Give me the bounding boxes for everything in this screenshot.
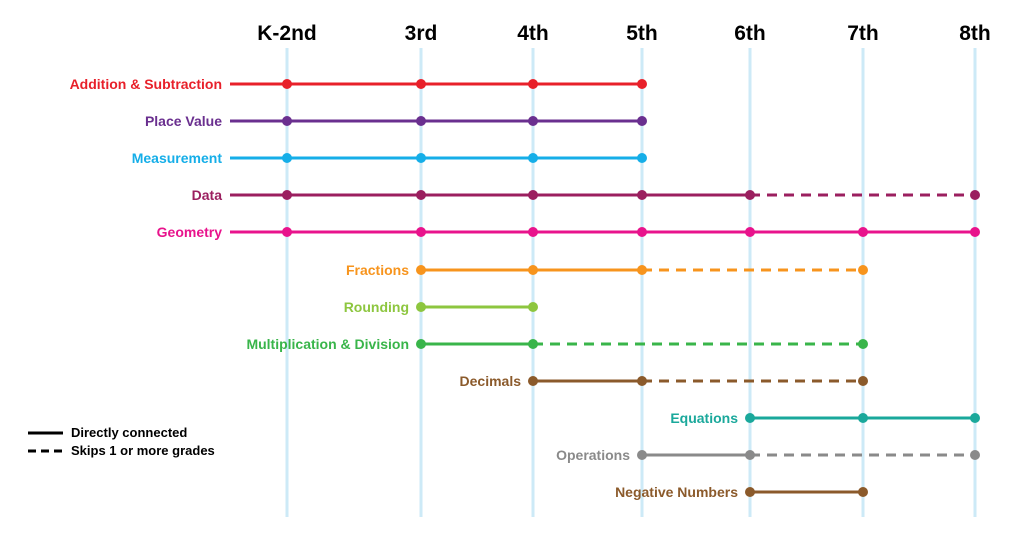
topic-point-4th [528,339,538,349]
topic-point-k-2nd [282,227,292,237]
topic-point-5th [637,79,647,89]
topic-point-8th [970,227,980,237]
topic-row-measurement: Measurement [132,150,647,166]
topic-point-7th [858,376,868,386]
topic-point-6th [745,413,755,423]
topic-row-equations: Equations [670,410,980,426]
grade-label-6th: 6th [734,22,766,45]
topic-point-5th [637,227,647,237]
topic-row-rounding: Rounding [344,299,538,315]
topic-point-3rd [416,302,426,312]
topic-point-5th [637,190,647,200]
grade-label-3rd: 3rd [405,22,438,45]
topic-point-3rd [416,190,426,200]
grade-label-5th: 5th [626,22,658,45]
topic-row-fractions: Fractions [346,262,868,278]
topic-point-4th [528,190,538,200]
topic-point-3rd [416,265,426,275]
topic-point-6th [745,450,755,460]
topic-row-operations: Operations [556,447,980,463]
topic-point-4th [528,153,538,163]
topic-point-5th [637,116,647,126]
topic-point-5th [637,376,647,386]
topic-point-7th [858,227,868,237]
topic-point-4th [528,227,538,237]
topic-point-7th [858,265,868,275]
topic-point-5th [637,450,647,460]
topic-point-4th [528,265,538,275]
topic-label: Multiplication & Division [246,336,409,352]
topic-point-4th [528,116,538,126]
topic-row-data: Data [192,187,980,203]
topic-point-3rd [416,79,426,89]
topic-point-5th [637,265,647,275]
topic-point-8th [970,413,980,423]
topic-point-6th [745,227,755,237]
topic-label: Equations [670,410,738,426]
topic-point-6th [745,487,755,497]
legend-dashed-label: Skips 1 or more grades [71,443,215,458]
topic-point-6th [745,190,755,200]
grade-label-7th: 7th [847,22,879,45]
grade-label-8th: 8th [959,22,991,45]
topic-point-k-2nd [282,190,292,200]
topic-label: Rounding [344,299,409,315]
legend: Directly connected Skips 1 or more grade… [28,425,215,458]
topic-point-7th [858,487,868,497]
topic-point-4th [528,79,538,89]
grade-gridlines [285,48,977,517]
legend-solid-label: Directly connected [71,425,187,440]
topic-point-3rd [416,227,426,237]
topic-row-multiplication-and-division: Multiplication & Division [246,336,868,352]
topic-label: Measurement [132,150,223,166]
topic-point-k-2nd [282,116,292,126]
topic-row-decimals: Decimals [460,373,868,389]
topic-label: Addition & Subtraction [70,76,222,92]
topic-point-3rd [416,339,426,349]
topic-point-3rd [416,116,426,126]
topic-point-8th [970,450,980,460]
grade-label-k-2nd: K-2nd [257,22,317,45]
topic-label: Data [192,187,223,203]
topic-point-5th [637,153,647,163]
grade-labels: K-2nd 3rd 4th 5th 6th 7th 8th [257,22,991,45]
topic-label: Decimals [460,373,522,389]
topic-point-7th [858,339,868,349]
grade-label-4th: 4th [517,22,549,45]
topic-label: Fractions [346,262,409,278]
topic-label: Operations [556,447,630,463]
topic-row-geometry: Geometry [157,224,980,240]
topic-point-k-2nd [282,153,292,163]
topic-row-place-value: Place Value [145,113,647,129]
topic-row-addition-and-subtraction: Addition & Subtraction [70,76,647,92]
topic-point-8th [970,190,980,200]
topic-point-3rd [416,153,426,163]
topic-point-4th [528,376,538,386]
topic-label: Geometry [157,224,223,240]
topic-label: Place Value [145,113,222,129]
topic-point-k-2nd [282,79,292,89]
topic-row-negative-numbers: Negative Numbers [615,484,868,500]
topic-point-7th [858,413,868,423]
topic-point-4th [528,302,538,312]
topic-label: Negative Numbers [615,484,738,500]
